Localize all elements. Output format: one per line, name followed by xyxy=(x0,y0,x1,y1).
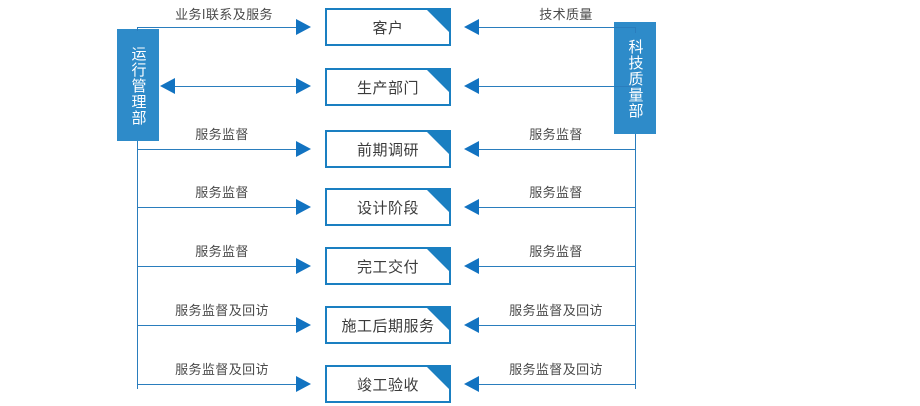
folded-corner-icon xyxy=(427,367,449,389)
caption-right-row6: 服务监督及回访 xyxy=(509,304,603,319)
folded-corner-icon xyxy=(427,308,449,330)
stage-box-label: 生产部门 xyxy=(356,78,419,97)
arrowhead-right-row1 xyxy=(296,19,311,35)
stage-box-qqdy[interactable]: 前期调研 xyxy=(325,130,451,168)
stage-box-sghq[interactable]: 施工后期服务 xyxy=(325,306,451,344)
arrowhead-left-r-row5 xyxy=(464,258,479,274)
stage-box-label: 完工交付 xyxy=(356,257,419,276)
caption-right-row7: 服务监督及回访 xyxy=(509,363,603,378)
folded-corner-icon xyxy=(427,10,449,32)
arrowhead-left-r-row6 xyxy=(464,317,479,333)
folded-corner-icon xyxy=(427,249,449,271)
connector-left-row4 xyxy=(137,207,297,208)
connector-right-row1 xyxy=(478,27,636,28)
arrowhead-left-r-row7 xyxy=(464,376,479,392)
caption-right-row5: 服务监督 xyxy=(529,245,583,260)
connector-left-row3 xyxy=(137,149,297,150)
folded-corner-icon xyxy=(427,70,449,92)
caption-right-row4: 服务监督 xyxy=(529,186,583,201)
arrowhead-right-row3 xyxy=(296,141,311,157)
arrowhead-left-row2 xyxy=(160,78,175,94)
arrowhead-left-r-row3 xyxy=(464,141,479,157)
connector-left-row7 xyxy=(137,384,297,385)
connector-left-row1-stub xyxy=(137,27,138,31)
connector-left-row2 xyxy=(174,86,297,87)
stage-box-label: 竣工验收 xyxy=(356,375,419,394)
stage-box-wgjf[interactable]: 完工交付 xyxy=(325,247,451,285)
stage-box-label: 设计阶段 xyxy=(356,198,419,217)
department-box-right: 科技质量部 xyxy=(614,22,656,134)
stage-box-khu[interactable]: 客户 xyxy=(325,8,451,46)
arrowhead-right-row7 xyxy=(296,376,311,392)
stage-box-label: 客户 xyxy=(372,18,404,37)
stage-box-sjjd[interactable]: 设计阶段 xyxy=(325,188,451,226)
department-box-left: 运行管理部 xyxy=(117,29,159,141)
caption-left-row7: 服务监督及回访 xyxy=(175,363,269,378)
caption-left-row1: 业务l联系及服务 xyxy=(175,8,273,23)
connector-right-row4 xyxy=(478,207,636,208)
connector-right-row2 xyxy=(478,86,636,87)
folded-corner-icon xyxy=(427,190,449,212)
arrowhead-right-row4 xyxy=(296,199,311,215)
connector-right-row3 xyxy=(478,149,636,150)
connector-right-trunk xyxy=(635,134,636,389)
connector-right-row7 xyxy=(478,384,636,385)
arrowhead-right-row5 xyxy=(296,258,311,274)
caption-left-row6: 服务监督及回访 xyxy=(175,304,269,319)
stage-box-label: 施工后期服务 xyxy=(341,316,435,335)
caption-right-row3: 服务监督 xyxy=(529,128,583,143)
stage-box-label: 前期调研 xyxy=(356,140,419,159)
arrowhead-left-r-row1 xyxy=(464,19,479,35)
caption-left-row5: 服务监督 xyxy=(195,245,249,260)
arrowhead-right-row2 xyxy=(296,78,311,94)
arrowhead-left-r-row4 xyxy=(464,199,479,215)
connector-left-row5 xyxy=(137,266,297,267)
stage-box-scbm[interactable]: 生产部门 xyxy=(325,68,451,106)
caption-left-row3: 服务监督 xyxy=(195,128,249,143)
connector-right-row1-stub xyxy=(635,27,636,33)
caption-left-row4: 服务监督 xyxy=(195,186,249,201)
connector-left-row6 xyxy=(137,325,297,326)
arrowhead-right-row6 xyxy=(296,317,311,333)
folded-corner-icon xyxy=(427,132,449,154)
connector-right-row6 xyxy=(478,325,636,326)
connector-left-row1 xyxy=(137,27,297,28)
connector-right-row5 xyxy=(478,266,636,267)
arrowhead-left-r-row2 xyxy=(464,78,479,94)
stage-box-jgys[interactable]: 竣工验收 xyxy=(325,365,451,403)
connector-left-trunk xyxy=(137,141,138,389)
caption-right-row1: 技术质量 xyxy=(539,8,593,23)
